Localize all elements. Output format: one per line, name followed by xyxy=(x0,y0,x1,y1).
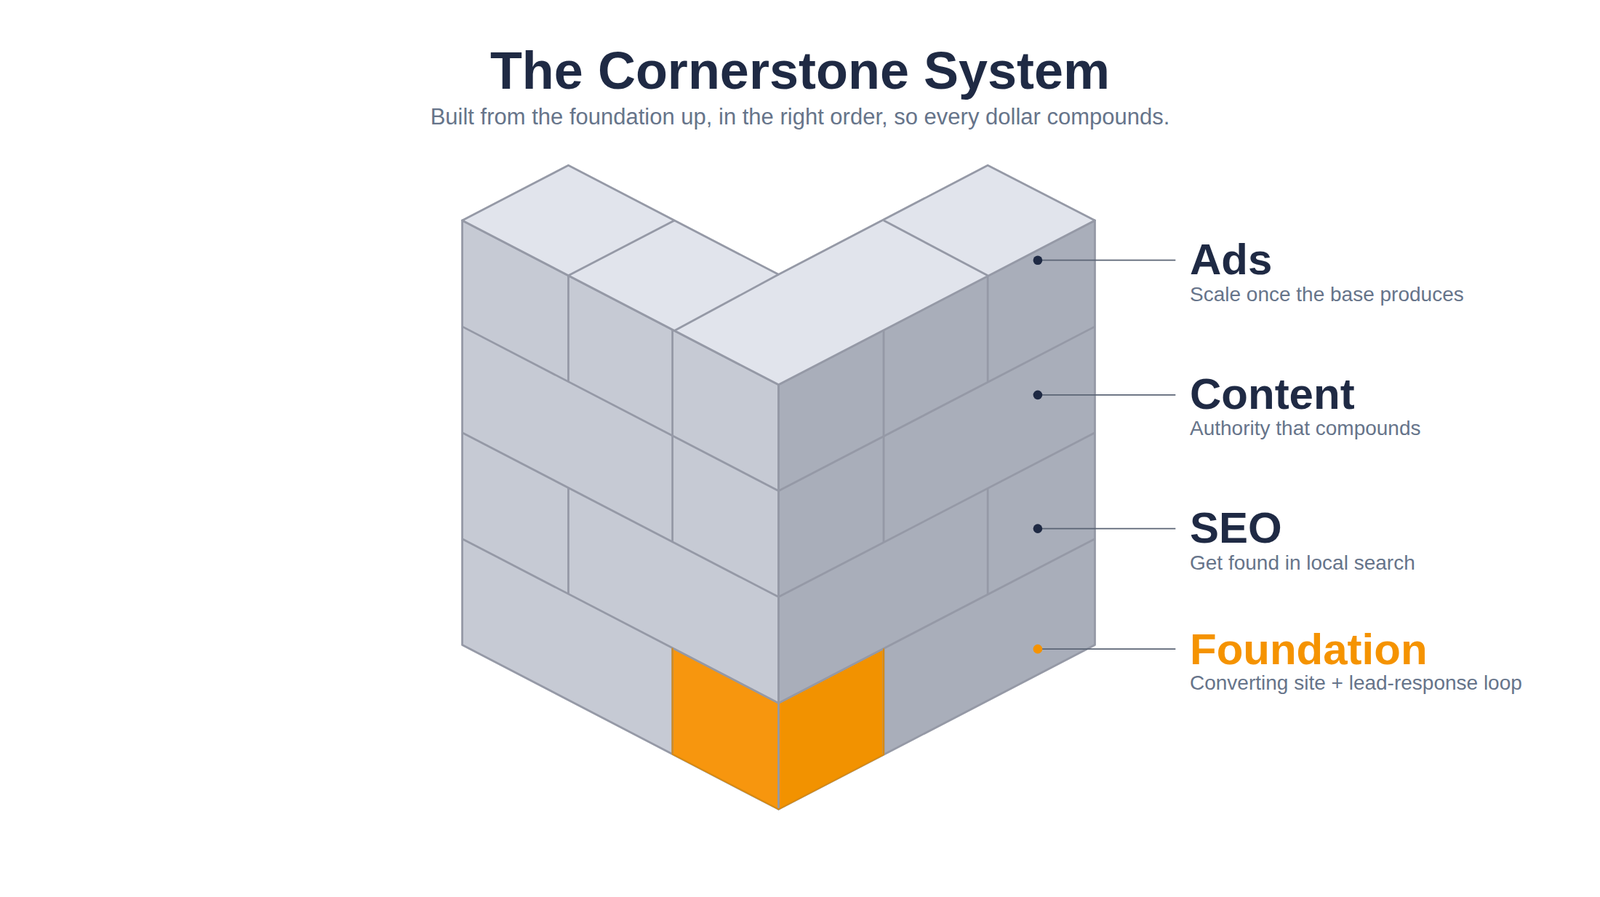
course-line xyxy=(462,326,779,491)
leader-dot xyxy=(1033,390,1043,400)
wall-top-face xyxy=(462,165,1096,385)
brick-joint xyxy=(568,220,675,276)
corner-edge xyxy=(777,384,780,810)
brick-joint xyxy=(567,488,570,595)
course-line xyxy=(462,432,779,598)
brick-joint xyxy=(671,329,674,542)
layer-heading: Foundation xyxy=(1189,624,1428,675)
leader-dot xyxy=(1033,644,1043,654)
leader-dot xyxy=(1033,255,1043,265)
leader-dot xyxy=(1033,523,1043,534)
diagram-subtitle: Built from the foundation up, in the rig… xyxy=(0,104,1600,131)
course-line xyxy=(778,432,1096,598)
brick-joint xyxy=(567,275,570,382)
brick-joint xyxy=(986,488,990,595)
brick-joint xyxy=(883,220,988,276)
cornerstone-brick xyxy=(672,648,779,810)
brick-joint xyxy=(674,274,779,331)
leader-line xyxy=(1037,528,1176,530)
layer-heading: Content xyxy=(1189,368,1355,419)
cornerstone-outline xyxy=(672,648,884,810)
layer-description: Converting site + lead-response loop xyxy=(1189,671,1523,695)
cornerstone-brick xyxy=(778,648,885,809)
course-line xyxy=(462,538,779,704)
course-line xyxy=(778,538,1096,704)
leader-line xyxy=(1037,259,1176,262)
layer-description: Get found in local search xyxy=(1189,551,1416,575)
brick-joints xyxy=(462,220,1096,809)
brick-joint xyxy=(882,330,886,543)
leader-line xyxy=(1037,394,1176,396)
layer-heading: SEO xyxy=(1189,502,1283,553)
course-line xyxy=(778,326,1096,491)
leader-line xyxy=(1037,648,1176,650)
layer-description: Scale once the base produces xyxy=(1189,282,1464,307)
brick-joint xyxy=(986,275,990,382)
diagram-title: The Cornerstone System xyxy=(0,40,1600,102)
leader-lines xyxy=(1033,255,1176,654)
layer-heading: Ads xyxy=(1189,234,1272,285)
layer-description: Authority that compounds xyxy=(1189,416,1422,440)
